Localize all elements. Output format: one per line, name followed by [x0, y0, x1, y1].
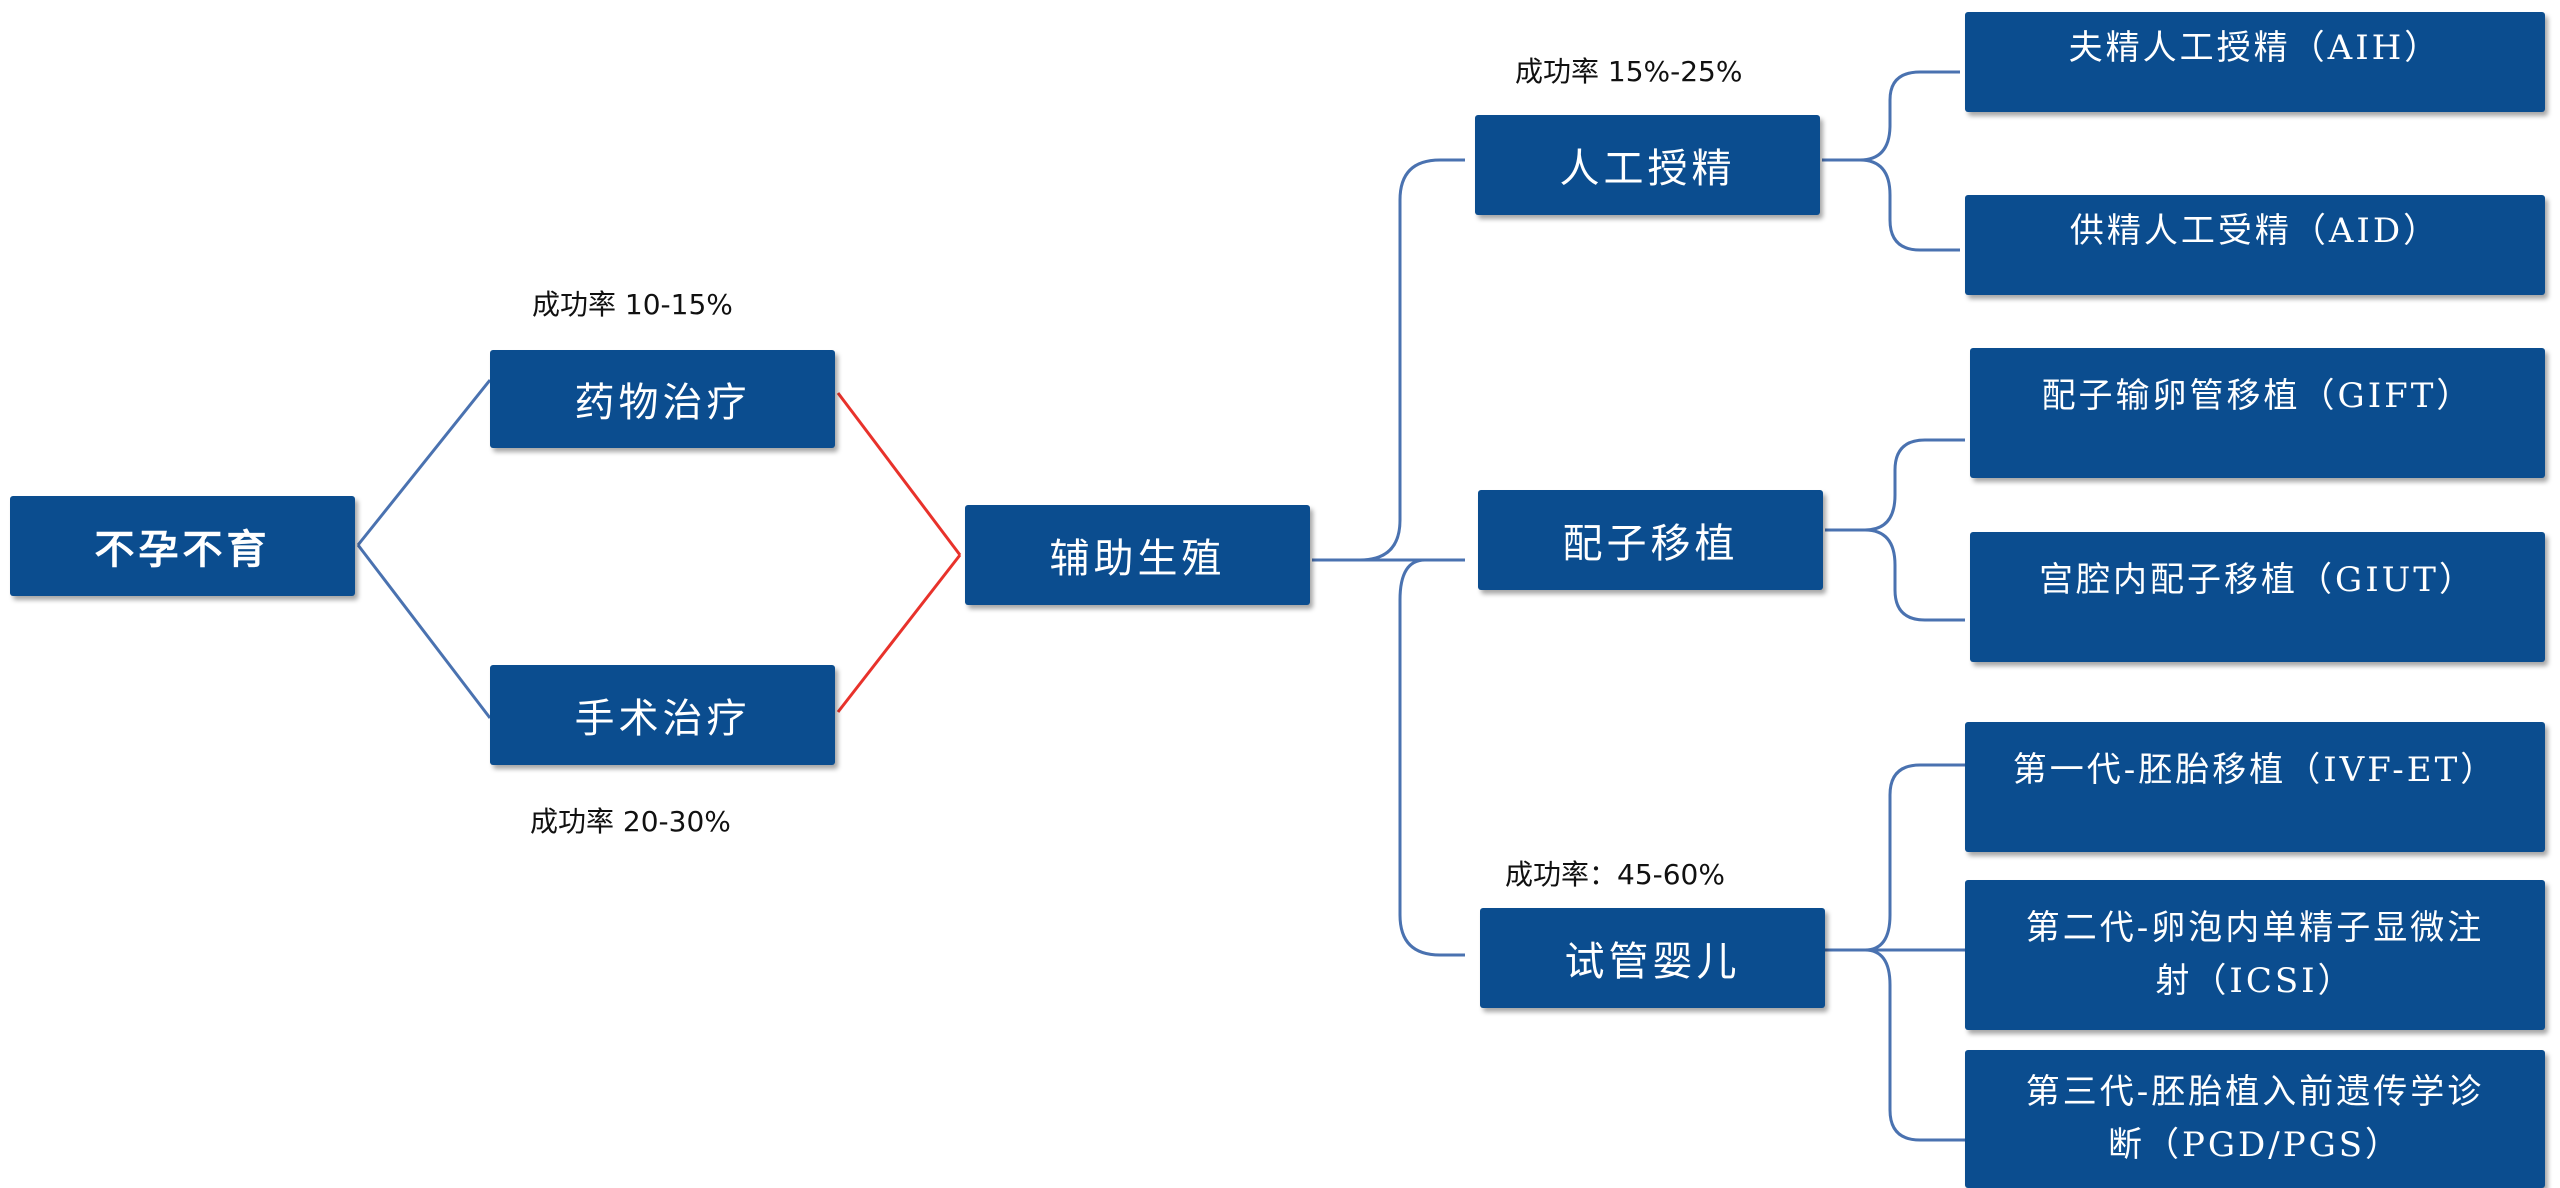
leaf-pgd-line2: 断（PGD/PGS）	[2107, 1125, 2403, 1165]
rate-drug: 成功率 10-15%	[532, 288, 733, 321]
node-ivf: 试管婴儿	[1480, 908, 1825, 1008]
link-root-surgery	[356, 544, 492, 719]
node-gamete-transfer: 配子移植	[1478, 490, 1823, 590]
rate-ivf: 成功率：45-60%	[1505, 858, 1725, 891]
link-drug-art	[836, 392, 962, 556]
leaf-pgd-line1: 第三代-胚胎植入前遗传学诊	[2025, 1072, 2485, 1113]
link-gamete-children	[1825, 438, 1965, 622]
link-ai-children	[1822, 70, 1960, 252]
link-ivf-children	[1825, 763, 1965, 1142]
node-surgery-treatment: 手术治疗	[490, 665, 835, 765]
leaf-icsi: 第二代-卵泡内单精子显微注 射（ICSI）	[1965, 880, 2545, 1030]
link-surgery-art	[836, 554, 962, 713]
leaf-pgd: 第三代-胚胎植入前遗传学诊 断（PGD/PGS）	[1965, 1050, 2545, 1188]
leaf-icsi-line1: 第二代-卵泡内单精子显微注	[2025, 908, 2485, 949]
rate-surgery: 成功率 20-30%	[530, 805, 731, 838]
node-drug-treatment: 药物治疗	[490, 350, 835, 448]
node-infertility: 不孕不育	[10, 496, 355, 596]
link-art-methods	[1312, 158, 1465, 957]
leaf-icsi-line2: 射（ICSI）	[2155, 961, 2355, 1001]
leaf-aih: 夫精人工授精（AIH）	[1965, 12, 2545, 112]
leaf-aid: 供精人工受精（AID）	[1965, 195, 2545, 295]
link-root-drug	[356, 379, 492, 546]
rate-ai: 成功率 15%-25%	[1515, 55, 1743, 88]
leaf-gift: 配子输卵管移植（GIFT）	[1970, 348, 2545, 478]
node-artificial-insemination: 人工授精	[1475, 115, 1820, 215]
leaf-giut: 宫腔内配子移植（GIUT）	[1970, 532, 2545, 662]
node-assisted-reproduction: 辅助生殖	[965, 505, 1310, 605]
leaf-ivf-et: 第一代-胚胎移植（IVF-ET）	[1965, 722, 2545, 852]
